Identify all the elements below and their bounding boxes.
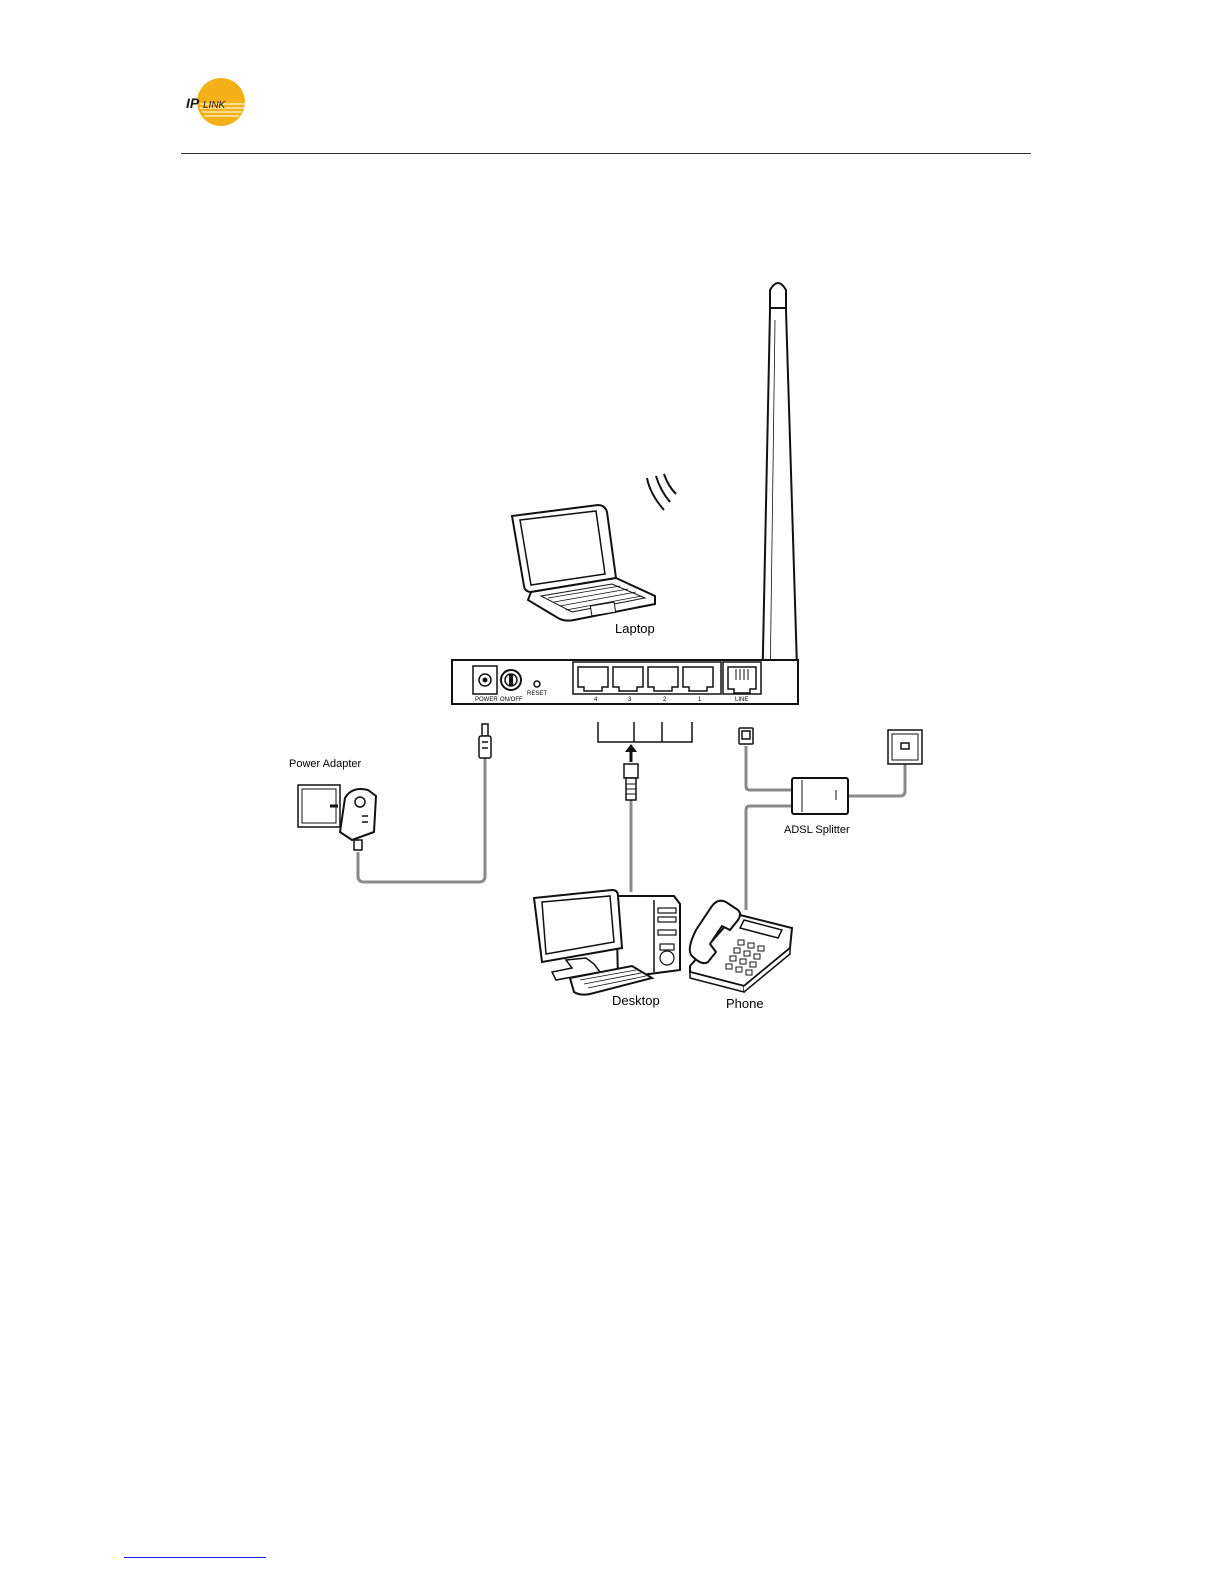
power-label: POWER xyxy=(475,697,498,703)
laptop-label: Laptop xyxy=(615,621,655,636)
rj45-plug-icon xyxy=(624,764,638,800)
phone-label: Phone xyxy=(726,996,764,1011)
power-adapter-label: Power Adapter xyxy=(289,758,361,770)
laptop-icon xyxy=(512,505,655,621)
adsl-splitter-icon xyxy=(792,778,848,814)
line-port xyxy=(728,667,756,693)
reset-label: RESET xyxy=(527,691,547,697)
reset-hole xyxy=(534,681,540,687)
wireless-signal-icon xyxy=(647,474,676,510)
wall-phone-jack-icon xyxy=(888,730,922,764)
line-label: LINE xyxy=(735,697,748,703)
footer-link-underline[interactable] xyxy=(124,1557,266,1558)
dc-plug-icon xyxy=(479,724,491,758)
power-adapter-icon xyxy=(298,785,376,850)
power-cable xyxy=(358,758,485,882)
on-off-label: ON/OFF xyxy=(500,697,523,703)
phone-icon xyxy=(690,901,792,992)
adsl-splitter-label: ADSL Splitter xyxy=(784,824,850,836)
arrow-up-icon xyxy=(625,744,637,762)
splitter-phone-cable xyxy=(746,806,792,910)
lan-bracket xyxy=(598,722,692,742)
desktop-icon xyxy=(534,890,680,995)
phone-line-cable xyxy=(746,746,792,790)
antenna xyxy=(762,283,798,700)
rj11-plug-icon xyxy=(739,728,753,744)
desktop-label: Desktop xyxy=(612,993,660,1008)
wall-line-cable xyxy=(848,760,905,796)
